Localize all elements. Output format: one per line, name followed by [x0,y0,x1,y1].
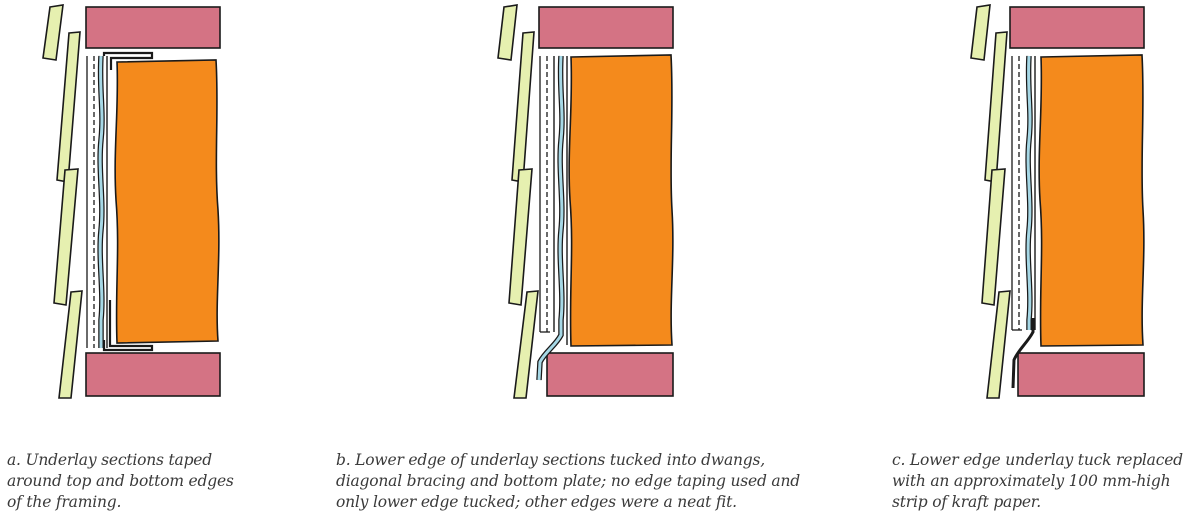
cavity [539,56,550,333]
top-plate [538,6,674,49]
caption-b: b. Lower edge of underlay sections tucke… [336,451,800,511]
kraft-paper-strip [1011,318,1035,389]
bottom-plate [546,352,674,397]
insulation [1038,54,1145,347]
top-plate [1009,6,1145,49]
bottom-plate [1017,352,1145,397]
cavity [1011,56,1022,331]
panel-b-diagram [497,4,674,399]
caption-c: c. Lower edge underlay tuck replaced wit… [892,451,1183,511]
caption-a: a. Underlay sections taped around top an… [7,451,234,511]
insulation [114,59,220,344]
panel-c-diagram [970,4,1145,399]
bottom-plate [85,352,221,397]
insulation [568,54,674,347]
cavity [86,56,95,348]
weatherboards [42,4,83,399]
top-edge-tape [102,51,154,70]
top-plate [85,6,221,49]
panel-a-diagram [42,4,221,399]
bottom-edge-tape [102,300,154,352]
weatherboards [497,4,539,399]
weatherboards [970,4,1011,399]
